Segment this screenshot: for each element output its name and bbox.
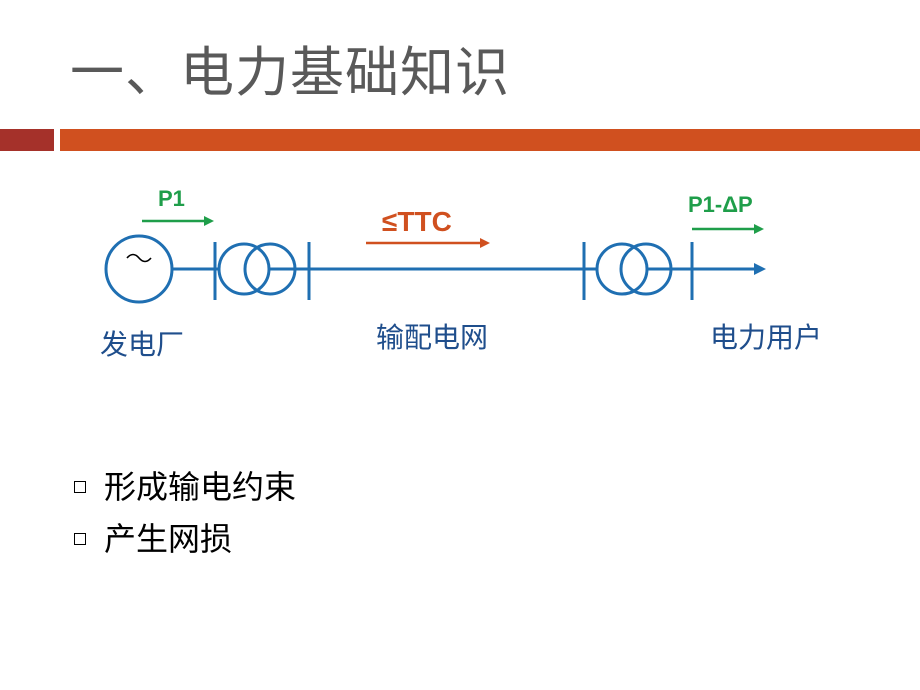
slide-title: 一、电力基础知识 <box>70 41 510 104</box>
flow-out-label: P1-ΔP <box>688 192 753 217</box>
flow-limit-arrowhead-icon <box>480 238 490 248</box>
title-bar <box>60 129 920 151</box>
checkbox-bullet-icon <box>74 481 86 493</box>
grid-label: 输配电网 <box>376 321 489 354</box>
bullet-text: 产生网损 <box>104 520 233 558</box>
flow-out-arrowhead-icon <box>754 224 764 234</box>
flow-in-arrowhead-icon <box>204 216 214 226</box>
checkbox-bullet-icon <box>74 533 86 545</box>
transformer-icon <box>619 242 673 296</box>
source-label: 发电厂 <box>100 328 185 361</box>
bullet-text: 形成输电约束 <box>104 468 297 506</box>
flow-in-label: P1 <box>158 186 185 211</box>
generator-icon <box>104 234 174 304</box>
flow-limit-label: ≤TTC <box>382 206 452 237</box>
user-label: 电力用户 <box>710 321 823 354</box>
generator-wave-icon <box>126 253 152 263</box>
title-bar-accent <box>0 129 54 151</box>
transformer-icon <box>243 242 297 296</box>
output-arrow-icon <box>754 263 766 275</box>
